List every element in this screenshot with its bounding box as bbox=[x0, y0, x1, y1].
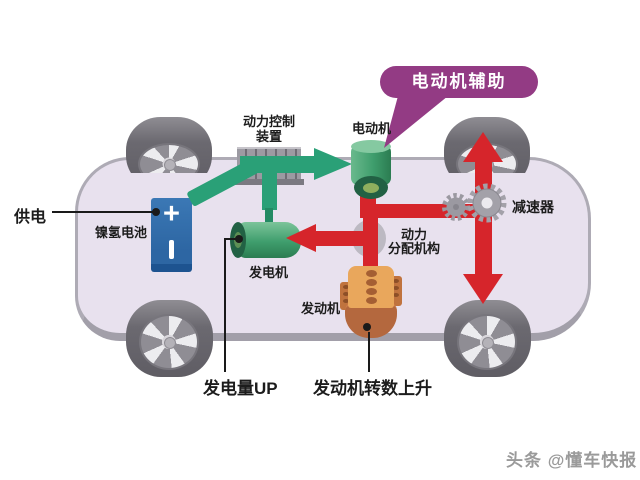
controller-to-motor-arrow-shaft bbox=[240, 156, 316, 173]
generation-up-pointer-line bbox=[224, 238, 226, 372]
generator-pointer-horizontal bbox=[224, 238, 238, 240]
electric-motor-cylinder bbox=[351, 140, 391, 200]
motor-cap-core bbox=[363, 183, 379, 193]
power-control-label-line2: 装置 bbox=[255, 129, 282, 144]
wheel-hub bbox=[138, 143, 200, 173]
battery-plus-terminal: + bbox=[163, 198, 180, 230]
split-to-generator-arrowhead-icon bbox=[286, 224, 316, 252]
wheel-hub bbox=[139, 314, 199, 370]
power-split-label-line1: 动力 bbox=[400, 227, 427, 242]
power-supply-label: 供电 bbox=[14, 209, 47, 226]
motor-label: 电动机 bbox=[352, 121, 392, 136]
wheel-hub bbox=[457, 314, 517, 370]
engine-label: 发动机 bbox=[301, 301, 341, 316]
engine-upper-body bbox=[348, 266, 394, 308]
generator-label: 发电机 bbox=[249, 265, 289, 280]
power-supply-pointer-line bbox=[52, 211, 156, 213]
callout-tail-icon bbox=[384, 96, 448, 148]
reducer-label: 减速器 bbox=[512, 199, 554, 215]
engine-pointer-dot bbox=[363, 323, 371, 331]
watermark: 头条 @懂车快报 bbox=[506, 451, 638, 470]
controller-to-motor-arrowhead-icon bbox=[314, 148, 352, 180]
engine-rev-pointer-line bbox=[368, 332, 370, 372]
power-supply-pointer-dot bbox=[152, 208, 160, 216]
front-left-wheel bbox=[126, 117, 212, 173]
controller-to-generator-branch bbox=[262, 170, 277, 210]
battery-block: + bbox=[151, 198, 192, 272]
reducer-gears-icon bbox=[442, 183, 507, 223]
generator-pointer-dot bbox=[235, 235, 243, 243]
power-control-label-line1: 动力控制 bbox=[242, 114, 295, 129]
power-split-label-line2: 分配机构 bbox=[387, 241, 440, 256]
generator-connector-stem bbox=[265, 208, 273, 225]
motor-top-cap bbox=[351, 140, 391, 153]
motor-assist-callout: 电动机辅助 bbox=[380, 66, 538, 98]
engine-block bbox=[340, 264, 402, 338]
split-to-generator-arrow-shaft bbox=[314, 231, 374, 246]
bottom-right-wheel bbox=[444, 300, 531, 377]
battery-minus-terminal-icon bbox=[168, 240, 174, 259]
battery-label: 镍氢电池 bbox=[95, 225, 148, 240]
axle-up-arrowhead-icon bbox=[463, 132, 503, 162]
generation-up-label: 发电量UP bbox=[203, 379, 278, 398]
engine-rev-up-label: 发动机转数上升 bbox=[313, 379, 432, 398]
axle-down-arrowhead-icon bbox=[463, 274, 503, 304]
bottom-left-wheel bbox=[126, 300, 213, 377]
